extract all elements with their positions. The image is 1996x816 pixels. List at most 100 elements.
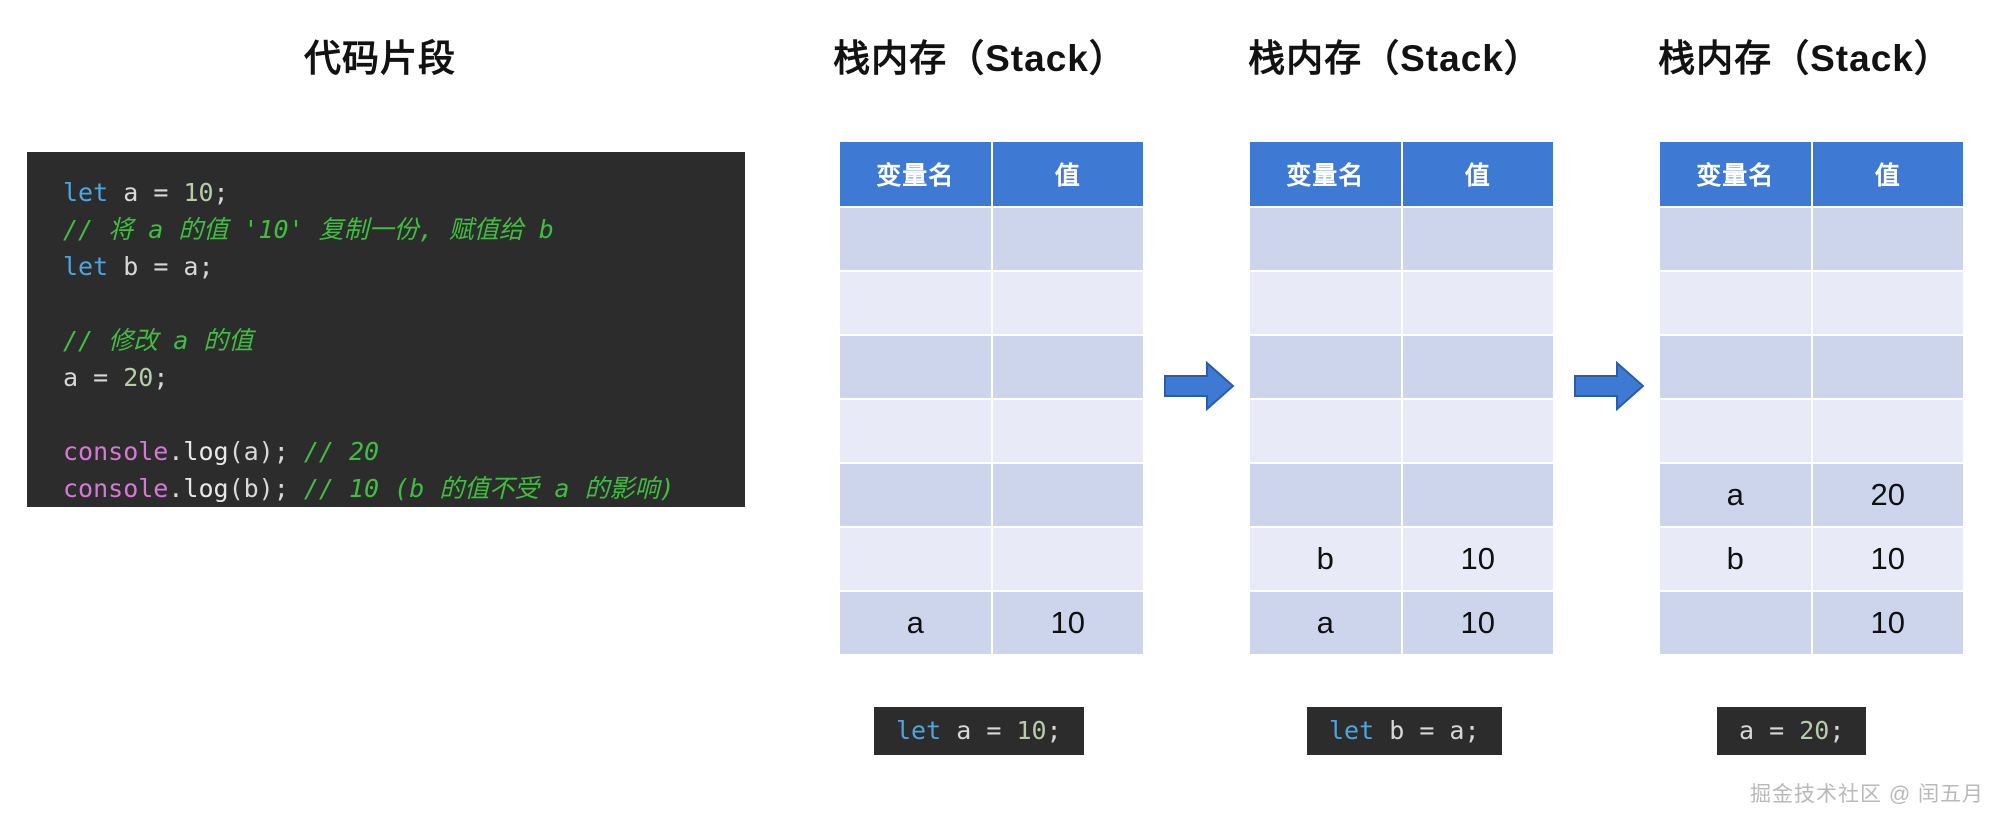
cell-variable-value <box>992 272 1143 334</box>
cell-variable-value <box>1812 336 1963 398</box>
column-header-name: 变量名 <box>840 142 991 206</box>
cell-variable-value <box>1402 272 1553 334</box>
cell-variable-value <box>1402 336 1553 398</box>
cell-variable-name: a <box>1250 592 1401 654</box>
code-line-7 <box>63 396 745 433</box>
code-token-plain: b <box>108 252 154 281</box>
table-row <box>1250 464 1553 526</box>
code-token-operator: = <box>93 363 109 392</box>
code-token-operator: = <box>986 716 1002 745</box>
code-token-plain: a; <box>168 252 214 281</box>
cell-variable-name <box>840 272 991 334</box>
cell-variable-name <box>1660 272 1811 334</box>
cell-variable-name <box>1660 208 1811 270</box>
code-token-number: 10 <box>183 178 214 207</box>
code-token-comment: // 将 a 的值 '10' 复制一份, 赋值给 b <box>63 215 554 244</box>
code-token-function: log <box>183 437 229 466</box>
code-token-comment: // 20 <box>303 437 380 466</box>
code-token-number: 10 <box>1016 716 1047 745</box>
code-token-comment: // 10 (b 的值不受 a 的影响) <box>303 474 675 503</box>
code-token-object: console <box>63 474 169 503</box>
arrow-stack2-to-stack3-icon <box>1574 360 1645 412</box>
arrow-stack1-to-stack2-icon <box>1164 360 1235 412</box>
code-token-plain: b <box>1374 716 1420 745</box>
code-token-plain <box>108 363 123 392</box>
cell-variable-name <box>1250 400 1401 462</box>
cell-variable-value <box>1812 272 1963 334</box>
code-token-plain: a; <box>1434 716 1480 745</box>
cell-variable-name <box>1250 464 1401 526</box>
stack-section-title-2: 栈内存（Stack） <box>1248 38 1542 79</box>
cell-variable-value: 10 <box>1812 528 1963 590</box>
code-token-punct: ; <box>1046 716 1062 745</box>
code-token-plain: a <box>63 363 94 392</box>
code-token-punct: ; <box>1829 716 1845 745</box>
code-token-punct: . <box>168 437 184 466</box>
cell-variable-value <box>1812 400 1963 462</box>
code-token-operator: = <box>1419 716 1435 745</box>
table-row <box>1250 336 1553 398</box>
code-line-9: console.log(b); // 10 (b 的值不受 a 的影响) <box>63 470 745 507</box>
code-token-function: log <box>183 474 229 503</box>
stack-caption-1: let a = 10; <box>874 707 1084 755</box>
table-header-row: 变量名值 <box>1660 142 1963 206</box>
cell-variable-value <box>1402 208 1553 270</box>
table-row <box>840 272 1143 334</box>
column-header-value: 值 <box>1812 142 1963 206</box>
code-line-1: let a = 10; <box>63 174 745 211</box>
code-token-keyword: let <box>1329 716 1375 745</box>
cell-variable-name <box>840 208 991 270</box>
code-token-operator: = <box>1769 716 1785 745</box>
code-token-plain <box>1001 716 1016 745</box>
code-token-plain <box>1784 716 1799 745</box>
code-token-punct: ; <box>213 178 229 207</box>
stack-section-title-1: 栈内存（Stack） <box>833 38 1127 79</box>
stack-section-title-3: 栈内存（Stack） <box>1658 38 1952 79</box>
watermark-text: 掘金技术社区 @ 闰五月 <box>1750 783 1984 806</box>
code-section-title: 代码片段 <box>304 38 456 79</box>
table-row <box>1250 400 1553 462</box>
stack-caption-3: a = 20; <box>1717 707 1867 755</box>
table-row <box>1250 272 1553 334</box>
code-token-punct: ; <box>153 363 169 392</box>
cell-variable-name <box>1660 400 1811 462</box>
cell-variable-value <box>992 208 1143 270</box>
cell-variable-value <box>1402 400 1553 462</box>
cell-variable-value: 20 <box>1812 464 1963 526</box>
table-row: 10 <box>1660 592 1963 654</box>
column-header-name: 变量名 <box>1660 142 1811 206</box>
code-token-plain <box>168 178 183 207</box>
cell-variable-value <box>992 400 1143 462</box>
table-row <box>840 336 1143 398</box>
cell-variable-name <box>840 400 991 462</box>
cell-variable-value: 10 <box>1402 592 1553 654</box>
cell-variable-name <box>840 464 991 526</box>
table-header-row: 变量名值 <box>840 142 1143 206</box>
cell-variable-name <box>1250 336 1401 398</box>
cell-variable-name <box>1250 208 1401 270</box>
code-token-plain: (a); <box>228 437 304 466</box>
code-token-keyword: let <box>896 716 942 745</box>
code-token-punct: . <box>168 474 184 503</box>
code-token-object: console <box>63 437 169 466</box>
cell-variable-value: 10 <box>992 592 1143 654</box>
cell-variable-name <box>840 528 991 590</box>
code-line-2: // 将 a 的值 '10' 复制一份, 赋值给 b <box>63 211 745 248</box>
cell-variable-value <box>992 528 1143 590</box>
table-row <box>1660 336 1963 398</box>
cell-variable-value <box>1402 464 1553 526</box>
cell-variable-value: 10 <box>1812 592 1963 654</box>
code-token-plain: a <box>108 178 154 207</box>
cell-variable-name: a <box>840 592 991 654</box>
cell-variable-name <box>1660 336 1811 398</box>
column-header-name: 变量名 <box>1250 142 1401 206</box>
cell-variable-name: a <box>1660 464 1811 526</box>
table-row <box>1660 400 1963 462</box>
code-token-operator: = <box>153 252 169 281</box>
